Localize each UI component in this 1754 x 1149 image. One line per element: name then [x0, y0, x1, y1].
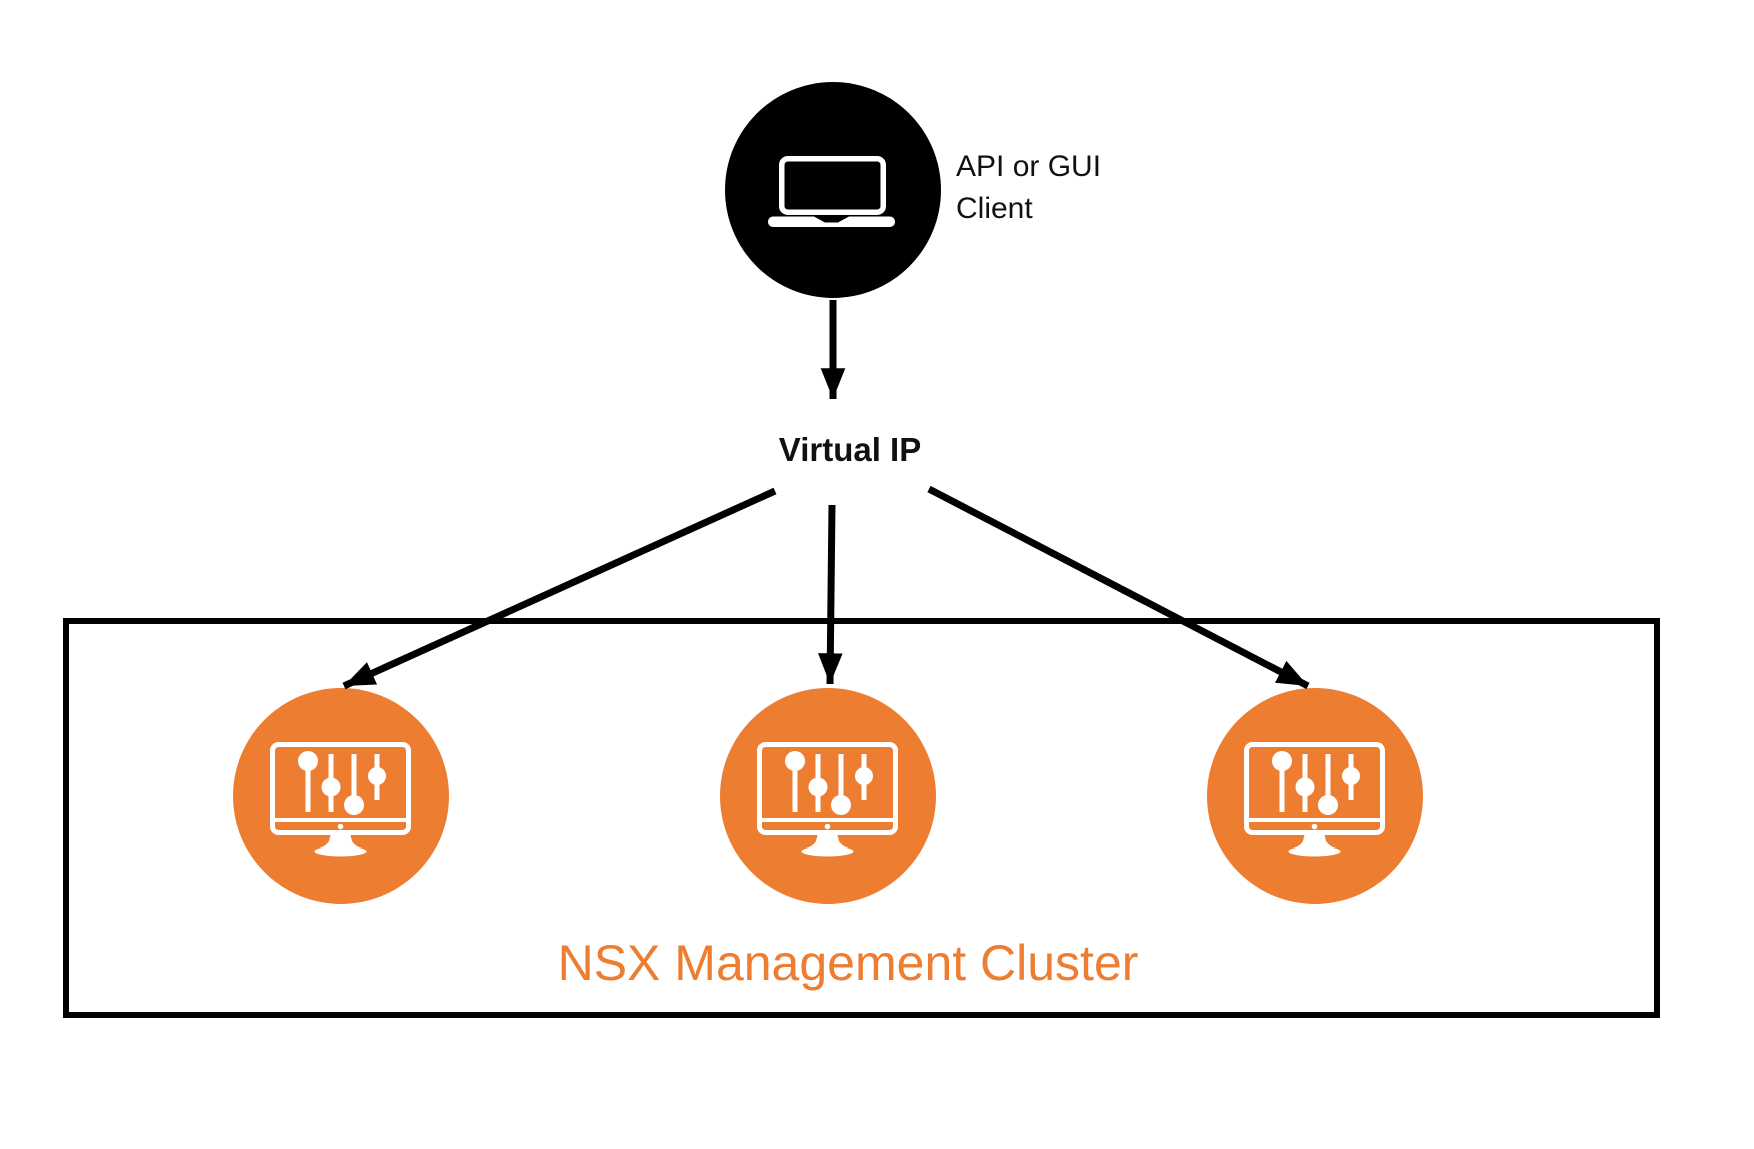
- nsx-cluster-label: NSX Management Cluster: [557, 935, 1139, 991]
- monitor-sliders-icon: [757, 742, 898, 857]
- monitor-sliders-icon: [270, 742, 411, 857]
- api-client-node: [725, 82, 941, 298]
- nsx-manager-node-2: [720, 688, 936, 904]
- laptop-icon: [768, 156, 895, 227]
- nsx-cluster-box: [63, 618, 1660, 1018]
- api-client-label: API or GUI Client: [956, 146, 1101, 230]
- virtual-ip-label: Virtual IP: [778, 431, 922, 468]
- monitor-sliders-icon: [1244, 742, 1385, 857]
- nsx-manager-node-1: [233, 688, 449, 904]
- api-client-label-line: API or GUI: [956, 150, 1102, 183]
- nsx-manager-node-3: [1207, 688, 1423, 904]
- api-client-label-line: Client: [956, 192, 1033, 225]
